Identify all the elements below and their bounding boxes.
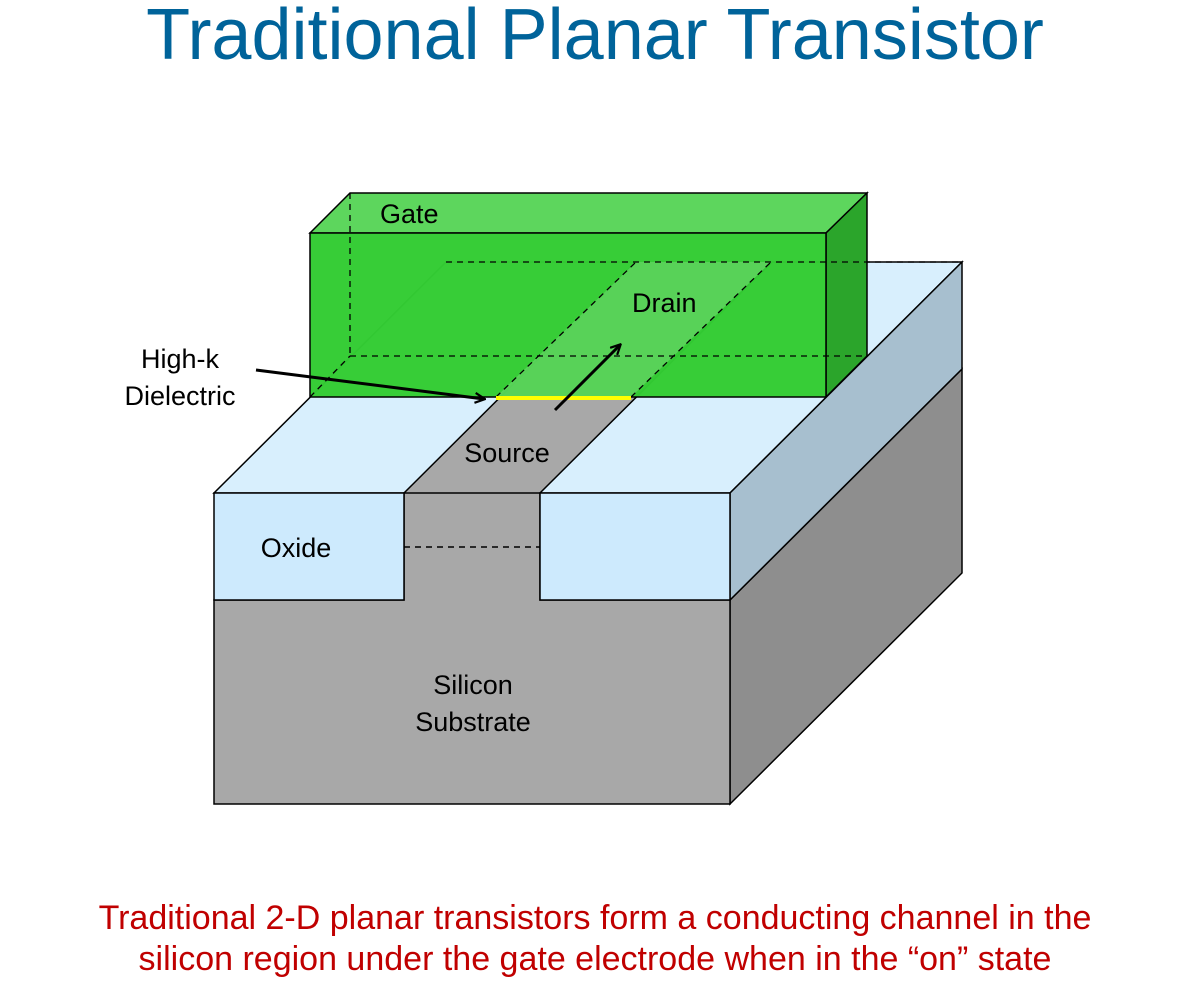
oxide-front-right xyxy=(539,492,731,601)
high-k-label-line2: Dielectric xyxy=(124,381,235,411)
source-to-drain-arrow xyxy=(553,345,620,412)
caption-line-2: silicon region under the gate electrode … xyxy=(138,939,1052,978)
source-label: Source xyxy=(464,438,550,468)
silicon-label-line1: Silicon xyxy=(433,670,513,700)
high-k-pointer-arrow xyxy=(255,368,484,399)
page-title: Traditional Planar Transistor xyxy=(146,0,1044,75)
drain-label: Drain xyxy=(632,288,697,318)
drain-channel-region xyxy=(496,262,771,397)
caption: Traditional 2-D planar transistors form … xyxy=(0,898,1190,980)
oxide-label: Oxide xyxy=(261,533,332,563)
high-k-label-line1: High-k xyxy=(141,344,220,374)
silicon-label-line2: Substrate xyxy=(415,707,531,737)
caption-line-1: Traditional 2-D planar transistors form … xyxy=(98,899,1092,937)
gate-label: Gate xyxy=(380,199,439,229)
